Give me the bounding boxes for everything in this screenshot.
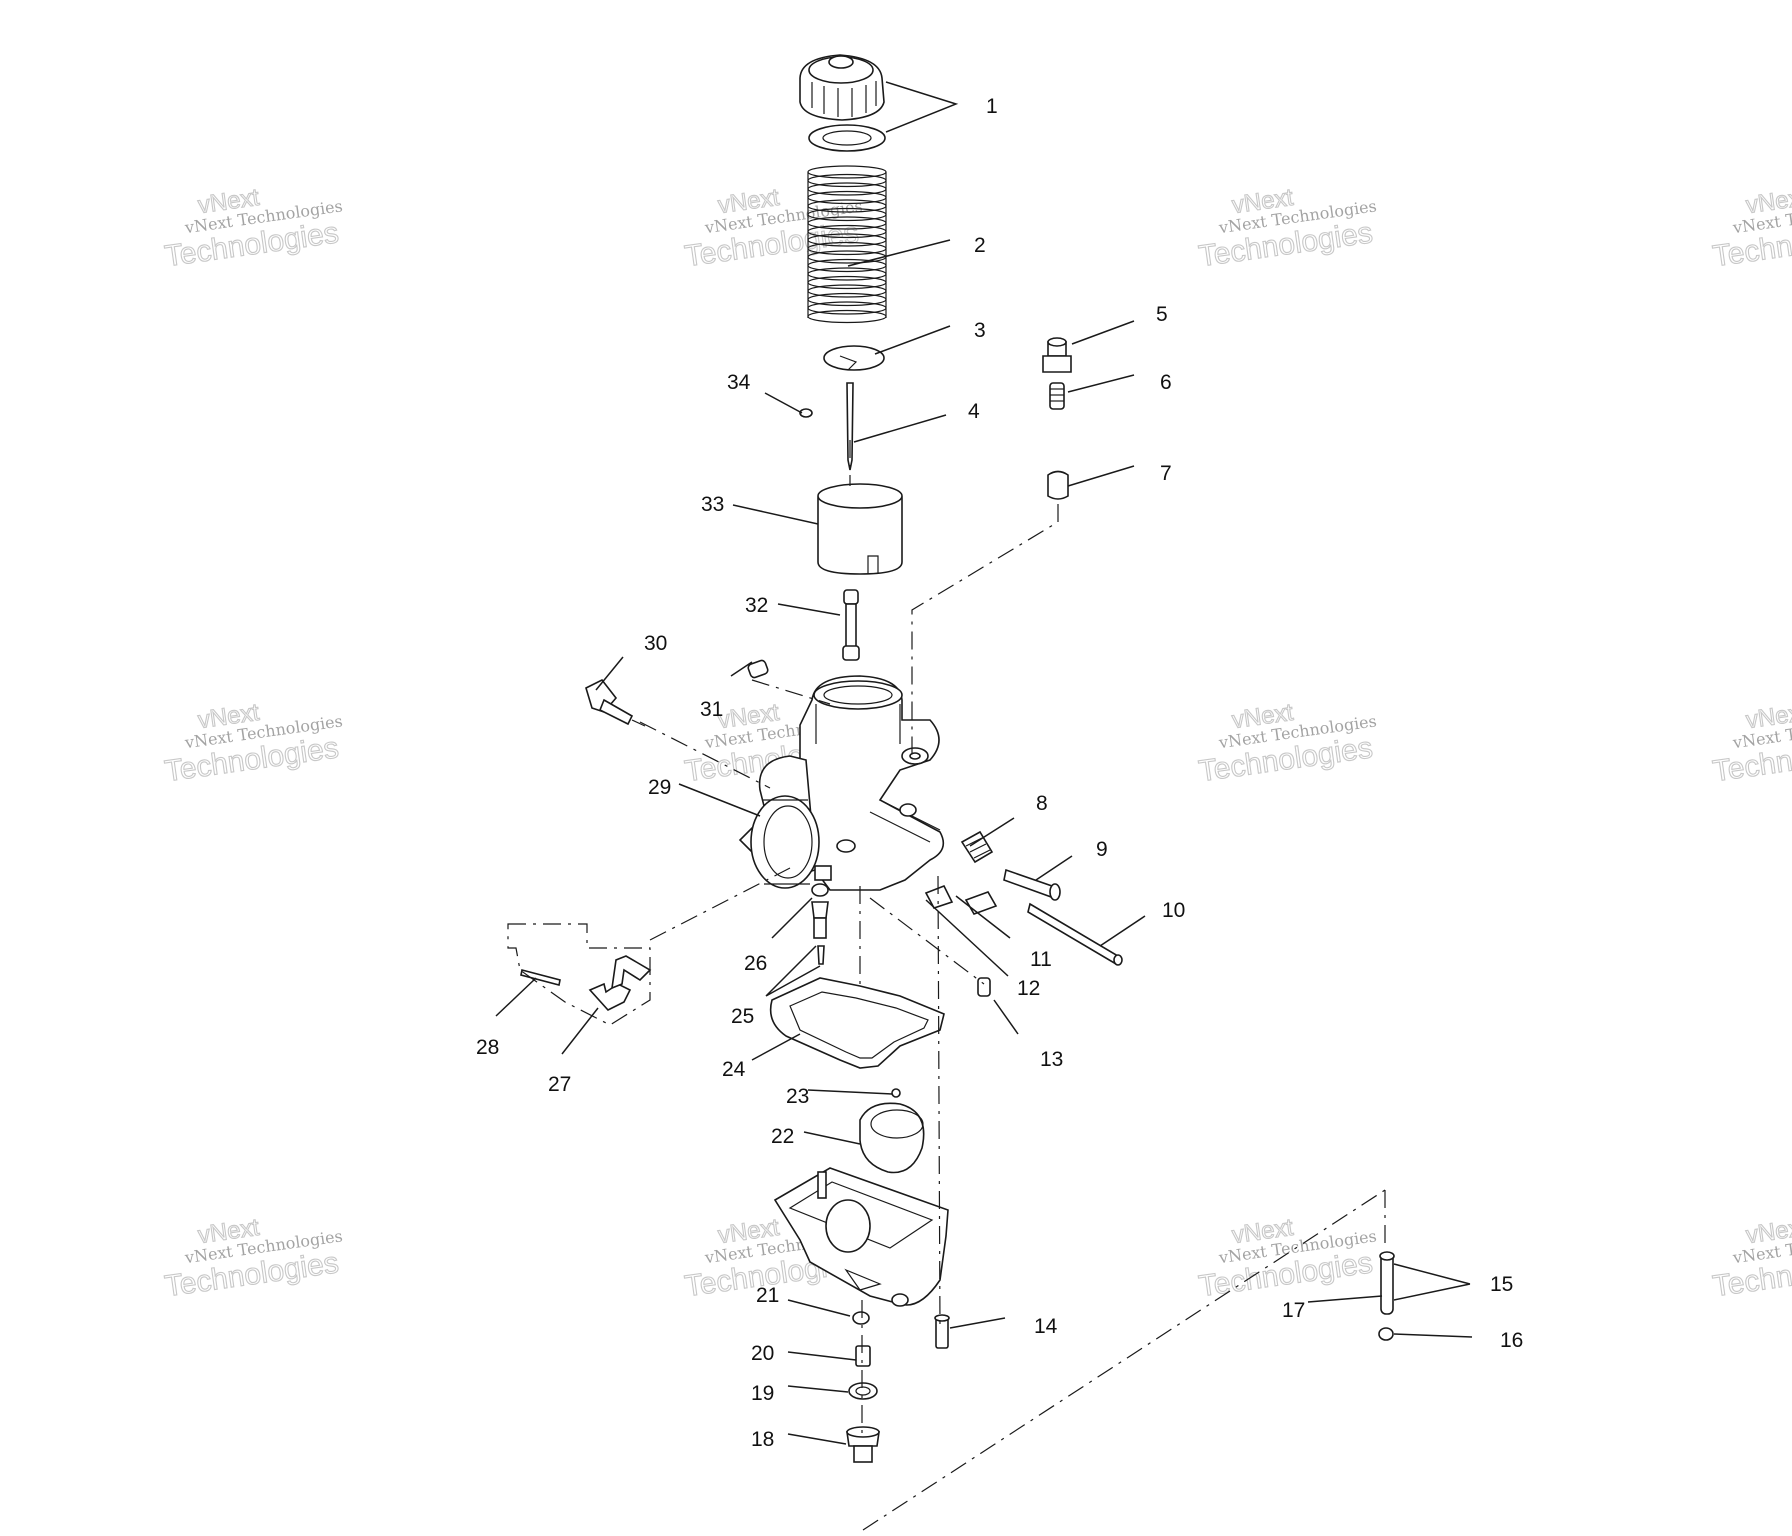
callout-20: 20 — [751, 1342, 774, 1365]
callout-16: 16 — [1500, 1329, 1523, 1352]
part-30-adjuster — [585, 678, 646, 727]
callout-17: 17 — [1282, 1299, 1305, 1322]
callout-5: 5 — [1156, 303, 1168, 326]
callout-7: 7 — [1160, 462, 1172, 485]
callout-11: 11 — [1030, 948, 1052, 971]
part-4-needle — [846, 382, 854, 471]
callout-30: 30 — [644, 632, 667, 655]
part-8-spring — [960, 830, 994, 864]
callout-28: 28 — [476, 1036, 499, 1059]
part-9-screw — [1003, 868, 1061, 901]
callout-32: 32 — [745, 594, 768, 617]
callout-25: 25 — [731, 1005, 754, 1028]
callout-13: 13 — [1040, 1048, 1063, 1071]
callout-12: 12 — [1017, 977, 1040, 1000]
part-1-cap — [799, 54, 886, 152]
part-23-pin — [891, 1088, 901, 1098]
callout-14: 14 — [1034, 1315, 1058, 1338]
callout-9: 9 — [1096, 838, 1108, 861]
callout-21: 21 — [756, 1284, 779, 1307]
part-13-jet — [977, 977, 991, 997]
callout-23: 23 — [786, 1085, 809, 1108]
part-10-rod — [1027, 902, 1123, 966]
callout-31: 31 — [700, 698, 723, 721]
part-26-jet — [811, 883, 829, 897]
part-16-washer — [1378, 1327, 1394, 1341]
callout-29: 29 — [648, 776, 671, 799]
part-6-spring — [1049, 382, 1065, 410]
carburetor-body — [738, 675, 945, 891]
part-28-pin — [520, 969, 561, 986]
part-19-o-ring — [848, 1382, 878, 1400]
callout-33: 33 — [701, 493, 724, 516]
callout-18: 18 — [751, 1428, 774, 1451]
callout-2: 2 — [974, 234, 986, 257]
callout-19: 19 — [751, 1382, 774, 1405]
callout-8: 8 — [1036, 792, 1048, 815]
part-11-screw — [964, 891, 998, 915]
callout-1: 1 — [986, 95, 998, 118]
part-27-bracket — [588, 955, 652, 1011]
callout-3: 3 — [974, 319, 986, 342]
callout-27: 27 — [548, 1073, 571, 1096]
part-21-washer — [852, 1311, 870, 1325]
part-17-pin — [1379, 1251, 1395, 1315]
callout-6: 6 — [1160, 371, 1172, 394]
assembly-lines — [507, 440, 1386, 1531]
part-3-seat — [823, 345, 885, 371]
part-22-float — [859, 1102, 925, 1174]
callout-4: 4 — [968, 400, 980, 423]
part-34-clip — [799, 408, 813, 418]
callout-24: 24 — [722, 1058, 746, 1081]
callout-22: 22 — [771, 1125, 794, 1148]
part-5-screw — [1042, 337, 1072, 373]
parts — [520, 54, 1395, 1463]
float-bowl — [773, 1167, 949, 1307]
callout-15: 15 — [1490, 1273, 1513, 1296]
part-24-gasket — [769, 977, 945, 1069]
part-14-screw — [934, 1314, 950, 1349]
part-12-spring — [924, 884, 954, 909]
part-18-plug — [846, 1426, 880, 1463]
part-31-cap — [747, 659, 769, 679]
part-33-throttle-valve — [817, 483, 903, 575]
part-20-jet — [855, 1345, 871, 1367]
leader-lines — [495, 81, 1473, 1445]
spring-coil — [807, 309, 887, 324]
callout-34: 34 — [727, 371, 751, 394]
callout-26: 26 — [744, 952, 767, 975]
part-25-jet — [811, 901, 829, 965]
part-32-needle-jet — [842, 589, 860, 661]
callout-10: 10 — [1162, 899, 1185, 922]
part-7-plunger — [1047, 470, 1069, 500]
callout-labels: 1 2 3 4 5 6 7 8 9 10 11 12 13 14 15 16 1… — [476, 95, 1523, 1451]
